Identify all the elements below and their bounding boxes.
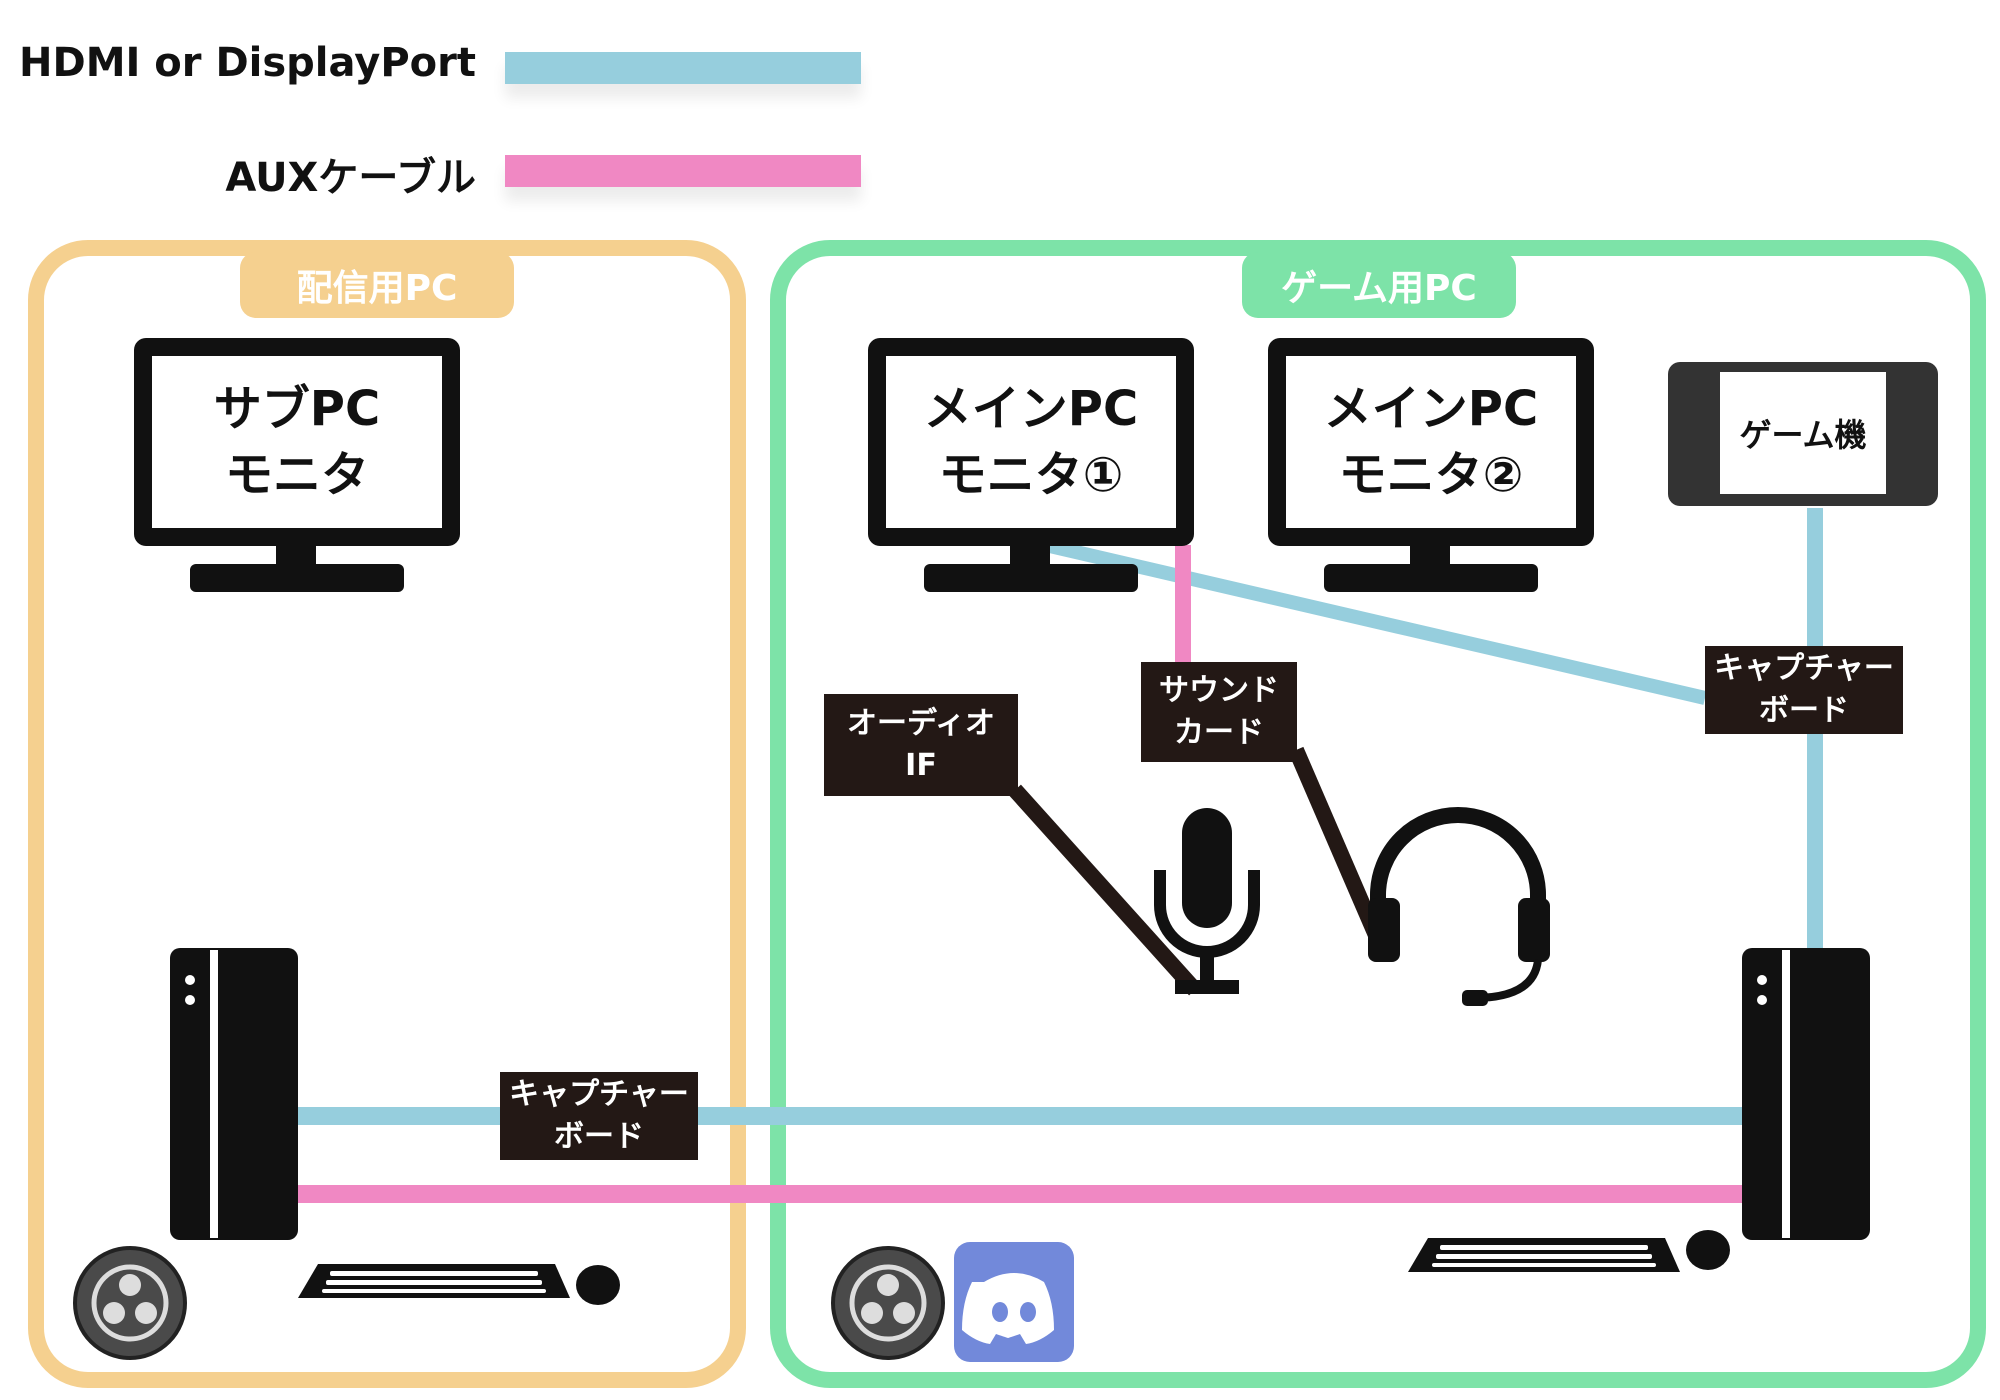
monitor-line2: モニタ① (938, 447, 1124, 503)
tower-led (1757, 975, 1767, 985)
tower-divider (210, 950, 218, 1238)
tower-led (185, 975, 195, 985)
main-pc-monitor-1: メインPC モニタ① (868, 338, 1194, 546)
discord-icon (954, 1242, 1074, 1362)
mouse-stream (576, 1265, 620, 1305)
stream-pc-tower (170, 948, 298, 1240)
sound-card-box: サウンドカード (1141, 662, 1297, 762)
legend-aux-swatch (505, 155, 861, 187)
monitor-line2: モニタ (224, 447, 369, 503)
legend-aux-label: AUXケーブル (225, 155, 476, 201)
monitor-line1: サブPC (213, 381, 381, 437)
box-line2: IF (905, 748, 937, 783)
box-line2: ボード (1758, 693, 1849, 728)
monitor-stand-foot (190, 564, 404, 592)
game-console-label: ゲーム機 (1720, 372, 1886, 494)
stream-pc-tag: 配信用PC (240, 252, 514, 318)
sound-card-pointer (1288, 746, 1386, 944)
tower-led (185, 995, 195, 1005)
keyboard-game (1408, 1238, 1680, 1272)
game-pc-tower (1742, 948, 1870, 1240)
keyboard-stream (298, 1264, 570, 1298)
obs-icon (73, 1246, 187, 1360)
monitor-line1: メインPC (1323, 381, 1539, 437)
stream-pc-group (28, 240, 746, 1388)
microphone-icon (1154, 808, 1260, 994)
monitor-stand-foot (1324, 564, 1538, 592)
headset-icon (1368, 807, 1550, 1006)
hdmi-cable-monitor1-to-capture (1048, 539, 1707, 705)
game-pc-group (770, 240, 1986, 1388)
monitor-line1: メインPC (923, 381, 1139, 437)
box-line1: キャプチャー (509, 1077, 689, 1112)
legend-hdmi-swatch (505, 52, 861, 84)
legend-hdmi-label: HDMI or DisplayPort (19, 40, 476, 86)
box-line2: カード (1174, 715, 1264, 750)
box-line2: ボード (553, 1119, 644, 1154)
main-pc-monitor-2: メインPC モニタ② (1268, 338, 1594, 546)
game-pc-tag: ゲーム用PC (1242, 252, 1516, 318)
box-line1: キャプチャー (1714, 651, 1894, 686)
capture-board-game: キャプチャーボード (1705, 646, 1903, 734)
sub-pc-monitor: サブPC モニタ (134, 338, 460, 546)
obs-icon (831, 1246, 945, 1360)
audio-if-box: オーディオ IF (824, 694, 1018, 796)
capture-board-stream: キャプチャーボード (500, 1072, 698, 1160)
monitor-line2: モニタ② (1338, 447, 1524, 503)
tower-divider (1782, 950, 1790, 1238)
box-line1: サウンド (1159, 673, 1279, 708)
audio-if-pointer (1009, 784, 1201, 996)
monitor-stand-foot (924, 564, 1138, 592)
box-line1: オーディオ (847, 706, 995, 741)
tower-led (1757, 995, 1767, 1005)
mouse-game (1686, 1230, 1730, 1270)
